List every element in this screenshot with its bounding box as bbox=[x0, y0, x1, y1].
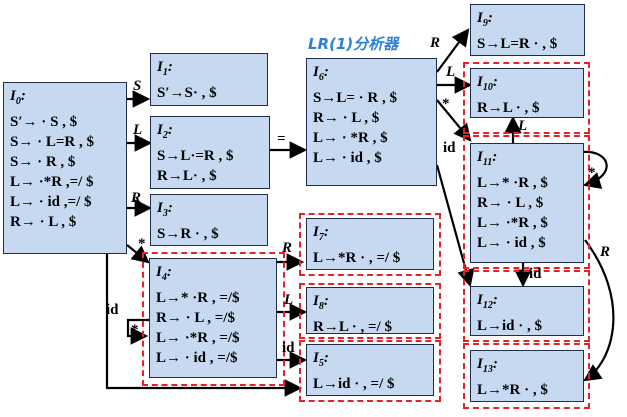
state-title: I7: bbox=[313, 224, 329, 243]
dashed-group-i11 bbox=[463, 135, 590, 269]
state-title: I0: bbox=[10, 88, 26, 107]
lr-item: R→ · L , $ bbox=[10, 214, 77, 230]
lr-item: R→ · L , $ bbox=[313, 110, 380, 126]
state-title: I10: bbox=[477, 74, 498, 93]
heading: LR(1)分析器 bbox=[308, 35, 399, 53]
edge-label-r: R bbox=[430, 35, 441, 51]
state-title: I3: bbox=[157, 200, 173, 219]
dashed-group-i13 bbox=[463, 343, 590, 409]
state-title: I11: bbox=[477, 149, 498, 168]
lr-item: L→ · id , $ bbox=[477, 235, 546, 251]
lr-item: L→*R · , $ bbox=[477, 382, 548, 398]
dashed-group-i7 bbox=[299, 213, 441, 276]
lr-item: L→id · , $ bbox=[477, 318, 543, 334]
edge-label-r: R bbox=[131, 190, 142, 206]
state-i13: I13: L→*R · , $ bbox=[470, 350, 584, 402]
lr-item: L→ · *R , $ bbox=[313, 130, 388, 146]
edge-label-r: R bbox=[600, 244, 611, 260]
state-i2: I2: S→L·=R , $ R→L· , $ bbox=[150, 116, 270, 189]
lr-item: R→L· , $ bbox=[157, 168, 217, 184]
state-i7: I7: L→*R · , =/ $ bbox=[306, 218, 434, 270]
state-i5: I5: L→id · , =/ $ bbox=[306, 344, 434, 396]
lr-item: S→L= · R , $ bbox=[313, 90, 397, 106]
lr-item: R→L · , =/ $ bbox=[313, 319, 392, 335]
lr-item: S→ · R , $ bbox=[10, 154, 76, 170]
dashed-group-i5 bbox=[299, 340, 441, 402]
edge-label-l: L bbox=[284, 292, 294, 308]
lr-item: L→ ·*R , =/$ bbox=[156, 330, 240, 346]
lr-item: S→L·=R , $ bbox=[157, 148, 234, 164]
lr-item: S→L=R · , $ bbox=[477, 36, 558, 52]
state-i0: I0: S′→ · S , $ S→ · L=R , $ S→ · R , $ … bbox=[3, 82, 127, 254]
lr-item: L→ · id , $ bbox=[313, 150, 382, 166]
state-i10: I10: R→L · , $ bbox=[470, 68, 584, 118]
lr-item: S′→S· , $ bbox=[157, 85, 217, 101]
state-title: I5: bbox=[313, 350, 329, 369]
lr-item: R→ · L , $ bbox=[477, 195, 544, 211]
state-i12: I12: L→id · , $ bbox=[470, 286, 584, 336]
lr-item: R→ · L , =/$ bbox=[156, 310, 235, 326]
state-i9: I9: S→L=R · , $ bbox=[470, 4, 585, 56]
edge-label-s: S bbox=[133, 78, 142, 94]
state-title: I9: bbox=[477, 10, 493, 29]
lr-item: S′→ · S , $ bbox=[10, 114, 78, 130]
lr-item: L→ ·*R , $ bbox=[477, 215, 548, 231]
dashed-group-i10 bbox=[463, 62, 590, 134]
state-title: I2: bbox=[157, 122, 173, 141]
lr-item: L→ · id , =/$ bbox=[156, 350, 238, 366]
state-i4: I4: L→* ·R , =/$ R→ · L , =/$ L→ ·*R , =… bbox=[149, 258, 277, 378]
lr-item: L→id · , =/ $ bbox=[313, 376, 395, 392]
state-i1: I1: S′→S· , $ bbox=[150, 53, 268, 106]
edge-label-id: id bbox=[529, 266, 542, 282]
state-i11: I11: L→* ·R , $ R→ · L , $ L→ ·*R , $ L→… bbox=[470, 143, 584, 263]
dashed-group-i12 bbox=[463, 270, 590, 342]
edge-label-star: * bbox=[131, 322, 139, 338]
lr-item: S→R · , $ bbox=[157, 226, 219, 242]
lr-item: L→ ·*R ,=/ $ bbox=[10, 174, 94, 190]
lr-item: L→*R · , =/ $ bbox=[313, 250, 401, 266]
state-title: I13: bbox=[477, 356, 498, 375]
dashed-group-i8 bbox=[299, 283, 441, 339]
edge-label-l: L bbox=[446, 64, 456, 80]
state-title: I8: bbox=[313, 293, 329, 312]
state-i6: I6: S→L= · R , $ R→ · L , $ L→ · *R , $ … bbox=[306, 58, 437, 186]
edge-label-l: L bbox=[518, 118, 528, 134]
lr-item: L→* ·R , $ bbox=[477, 175, 548, 191]
edge-label-r: R bbox=[282, 240, 293, 256]
state-i8: I8: R→L · , =/ $ bbox=[306, 287, 434, 335]
state-title: I1: bbox=[157, 59, 173, 78]
state-title: I4: bbox=[156, 264, 172, 283]
lr-item: L→* ·R , =/$ bbox=[156, 290, 240, 306]
lr-item: L→ · id ,=/ $ bbox=[10, 194, 92, 210]
dashed-group-i4 bbox=[142, 252, 285, 386]
lr-item: R→L · , $ bbox=[477, 100, 540, 116]
state-title: I12: bbox=[477, 292, 498, 311]
edge-label-star: * bbox=[588, 165, 596, 181]
edge-label-l: L bbox=[133, 122, 143, 138]
state-i3: I3: S→R · , $ bbox=[150, 194, 268, 246]
edge-label-star: * bbox=[442, 96, 450, 112]
edge-label-id: id bbox=[282, 340, 295, 356]
edge-label-eq: = bbox=[277, 131, 286, 147]
lr-item: S→ · L=R , $ bbox=[10, 134, 94, 150]
state-title: I6: bbox=[313, 64, 329, 83]
edge-label-id: id bbox=[106, 302, 119, 318]
edge-label-star: * bbox=[138, 236, 146, 252]
edge-label-id: id bbox=[443, 140, 456, 156]
